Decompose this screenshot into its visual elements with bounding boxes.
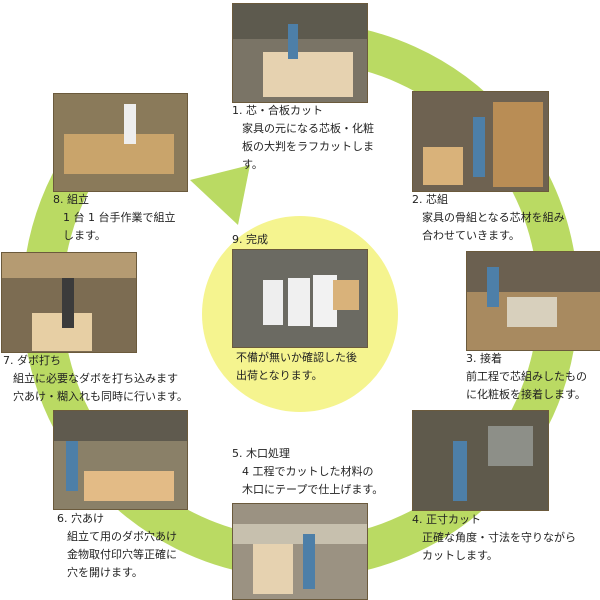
step-2-title: 2. 芯組 xyxy=(412,191,565,209)
step-8-desc-1: 1 台 1 台手作業で組立 xyxy=(53,209,176,227)
step-7-desc-1: 組立に必要なダボを打ち込みます xyxy=(3,370,188,388)
photo-step-4 xyxy=(412,410,549,511)
step-8-desc-2: します。 xyxy=(53,227,176,245)
ring-arrowhead xyxy=(190,165,250,225)
step-6-text: 6. 穴あけ 組立て用のダボ穴あけ 金物取付印穴等正確に 穴を開けます。 xyxy=(57,510,177,582)
step-8-text: 8. 組立 1 台 1 台手作業で組立 します。 xyxy=(53,191,176,245)
step-6-desc-1: 組立て用のダボ穴あけ xyxy=(57,528,177,546)
step-3-desc-2: に化粧板を接着します。 xyxy=(456,386,587,404)
step-1-desc-2: 板の大判をラフカットしま xyxy=(232,138,374,156)
step-4-text: 4. 正寸カット 正確な角度・寸法を守りながら カットします。 xyxy=(412,511,576,565)
step-5-desc-2: 木口にテープで仕上げます。 xyxy=(232,481,383,499)
step-1-desc-3: す。 xyxy=(232,156,374,174)
photo-step-9 xyxy=(232,249,368,348)
step-2-desc-2: 合わせていきます。 xyxy=(412,227,565,245)
step-3-title: 3. 接着 xyxy=(466,350,587,368)
step-4-desc-2: カットします。 xyxy=(412,547,576,565)
step-2-desc-1: 家具の骨組となる芯材を組み xyxy=(412,209,565,227)
photo-step-8 xyxy=(53,93,188,192)
photo-step-2 xyxy=(412,91,549,192)
step-9-text: 不備が無いか確認した後 出荷となります。 xyxy=(236,349,357,385)
photo-step-1 xyxy=(232,3,368,103)
step-8-title: 8. 組立 xyxy=(53,191,176,209)
step-6-desc-3: 穴を開けます。 xyxy=(57,564,177,582)
step-2-text: 2. 芯組 家具の骨組となる芯材を組み 合わせていきます。 xyxy=(412,191,565,245)
step-6-title: 6. 穴あけ xyxy=(57,510,177,528)
step-4-desc-1: 正確な角度・寸法を守りながら xyxy=(412,529,576,547)
step-3-desc-1: 前工程で芯組みしたもの xyxy=(456,368,587,386)
step-5-title: 5. 木口処理 xyxy=(232,445,383,463)
photo-step-7 xyxy=(1,252,137,353)
photo-step-3 xyxy=(466,251,600,351)
step-9-desc-1: 不備が無いか確認した後 xyxy=(236,349,357,367)
step-7-title: 7. ダボ打ち xyxy=(3,352,188,370)
step-9-title: 9. 完成 xyxy=(232,231,268,249)
step-7-desc-2: 穴あけ・糊入れも同時に行います。 xyxy=(3,388,188,406)
step-1-text: 1. 芯・合板カット 家具の元になる芯板・化粧 板の大判をラフカットしま す。 xyxy=(232,102,374,174)
step-5-text: 5. 木口処理 4 工程でカットした材料の 木口にテープで仕上げます。 xyxy=(232,445,383,499)
step-6-desc-2: 金物取付印穴等正確に xyxy=(57,546,177,564)
photo-step-6 xyxy=(53,410,188,510)
photo-step-5 xyxy=(232,503,368,600)
step-5-desc-1: 4 工程でカットした材料の xyxy=(232,463,383,481)
step-9-desc-2: 出荷となります。 xyxy=(236,367,357,385)
step-4-title: 4. 正寸カット xyxy=(412,511,576,529)
step-1-title: 1. 芯・合板カット xyxy=(232,102,374,120)
step-9-title-box: 9. 完成 xyxy=(232,231,268,249)
step-1-desc-1: 家具の元になる芯板・化粧 xyxy=(232,120,374,138)
step-7-text: 7. ダボ打ち 組立に必要なダボを打ち込みます 穴あけ・糊入れも同時に行います。 xyxy=(3,352,188,406)
step-3-text: 3. 接着 前工程で芯組みしたもの に化粧板を接着します。 xyxy=(466,350,587,404)
